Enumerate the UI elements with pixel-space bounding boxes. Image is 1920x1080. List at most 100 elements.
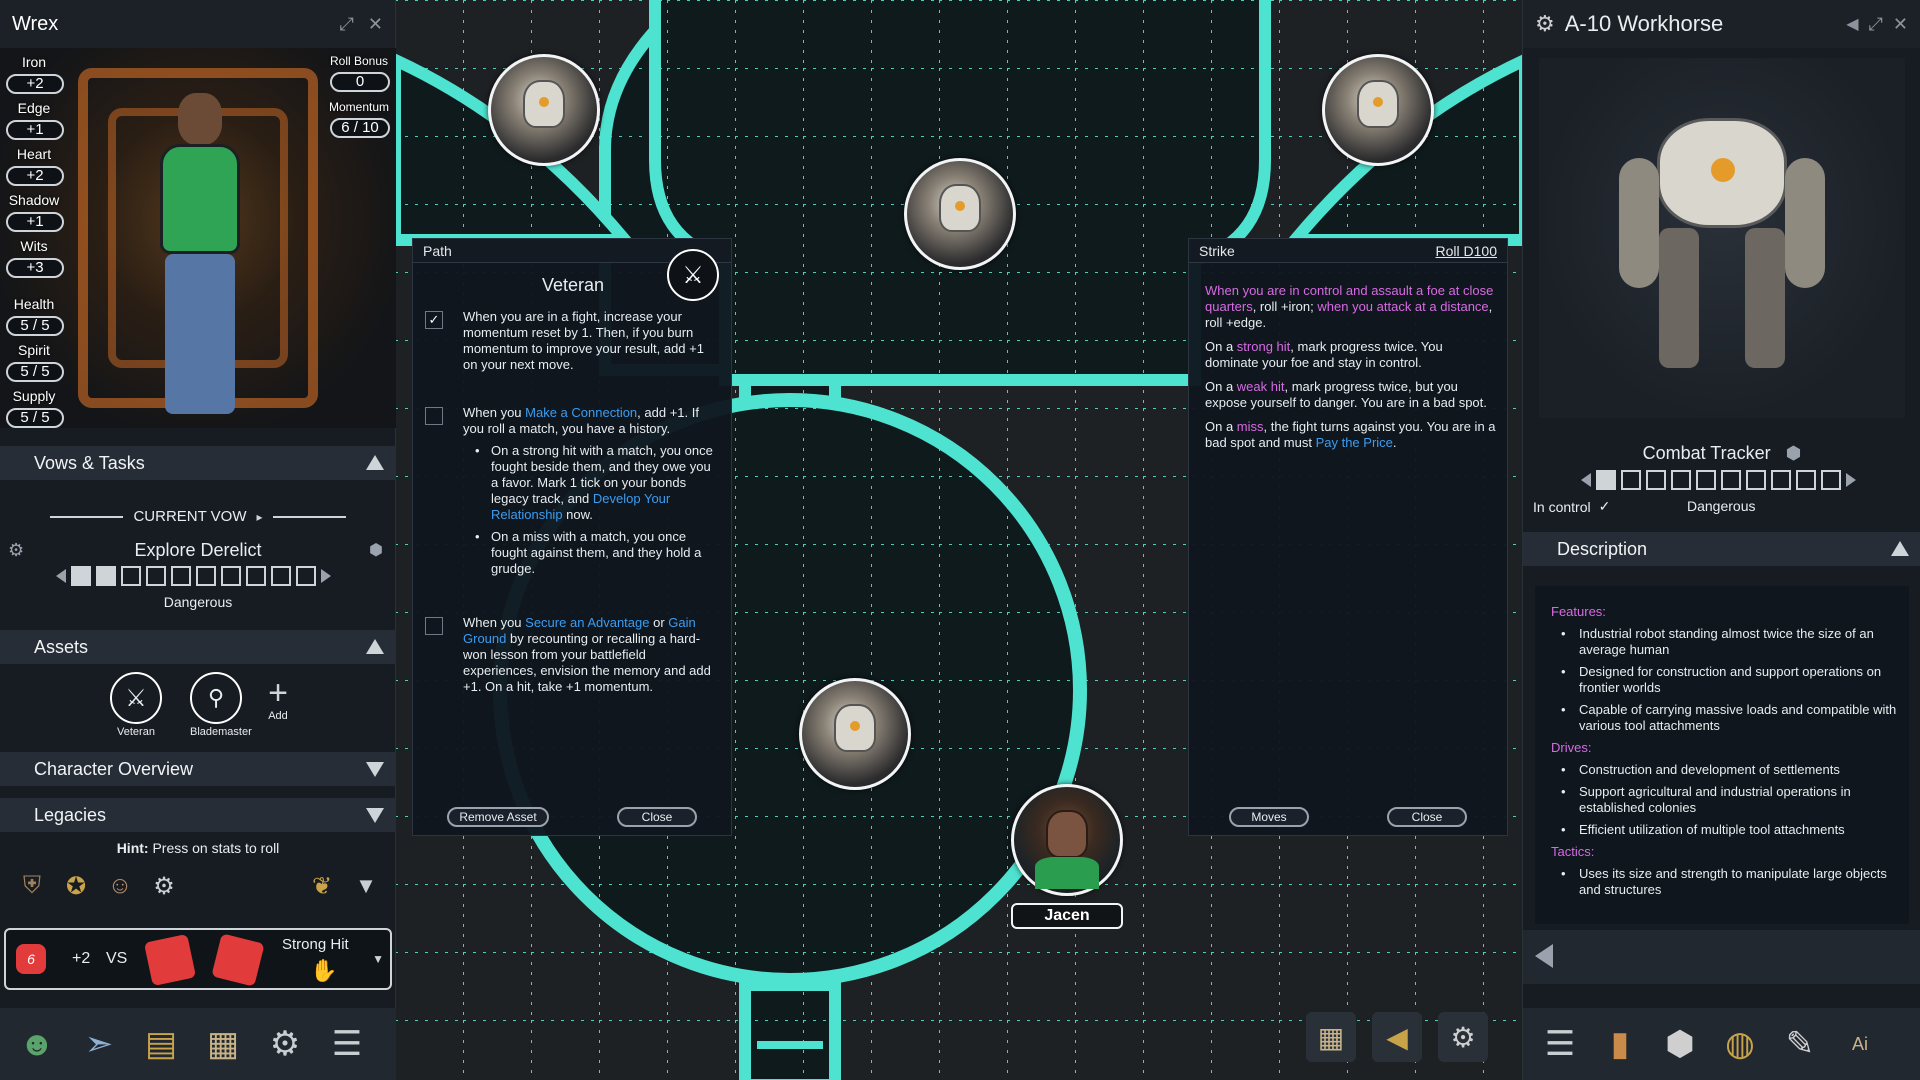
progress-box[interactable]	[121, 566, 141, 586]
gain-ground-link[interactable]: Gain Ground	[463, 615, 696, 646]
mech-left-arm	[1619, 158, 1659, 288]
journal-icon[interactable]: ▤	[144, 1025, 178, 1063]
progress-box[interactable]	[296, 566, 316, 586]
remove-asset-button[interactable]: Remove Asset	[447, 807, 549, 827]
develop-relationship-link[interactable]: Develop Your Relationship	[491, 491, 671, 522]
close-icon[interactable]: ✕	[367, 13, 383, 34]
asset-veteran[interactable]: ⚔ Veteran	[110, 672, 162, 738]
map-icon[interactable]: ▦	[1306, 1012, 1356, 1062]
vow-progress-track[interactable]	[56, 566, 331, 586]
chevron-down-icon[interactable]: ▼	[355, 873, 377, 898]
action-die[interactable]: 6	[16, 944, 46, 974]
legacies-header[interactable]: Legacies	[0, 798, 396, 832]
armor-icon[interactable]: ⛨	[23, 872, 41, 899]
back-arrow-icon[interactable]	[1535, 944, 1553, 968]
progress-box[interactable]	[271, 566, 291, 586]
map-icon[interactable]: ▦	[206, 1025, 240, 1063]
jacen-token[interactable]	[1011, 784, 1123, 896]
progress-box[interactable]	[221, 566, 241, 586]
stat-wits[interactable]: +3	[6, 258, 64, 278]
expand-icon[interactable]: ⤢	[1868, 13, 1883, 34]
make-a-connection-link[interactable]: Make a Connection	[525, 405, 638, 420]
asset-blademaster[interactable]: ⚲ Blademaster	[190, 672, 252, 738]
roll-bonus-value[interactable]: 0	[330, 72, 390, 92]
robot-token-1[interactable]	[488, 54, 600, 166]
progress-box[interactable]	[1771, 470, 1791, 490]
meter-supply[interactable]: 5 / 5	[6, 408, 64, 428]
previous-icon[interactable]: ◀	[1846, 16, 1859, 33]
vows-section-header[interactable]: Vows & Tasks	[0, 446, 396, 480]
wings-icon[interactable]: ❦	[311, 872, 333, 900]
gear-icon[interactable]: ⚙	[8, 540, 25, 560]
avatar-icon[interactable]: ☻	[19, 1024, 55, 1063]
character-overview-header[interactable]: Character Overview	[0, 752, 396, 786]
stat-iron[interactable]: +2	[6, 74, 64, 94]
starship-icon[interactable]: ➣	[84, 1025, 114, 1063]
card-icon[interactable]: ▮	[1610, 1025, 1630, 1063]
close-path-button[interactable]: Close	[617, 807, 697, 827]
ability-3-checkbox[interactable]	[425, 617, 443, 635]
ability-2-checkbox[interactable]	[425, 407, 443, 425]
gear-icon[interactable]: ⚙	[153, 872, 175, 900]
roll-d100-button[interactable]: Roll D100	[1435, 243, 1497, 259]
progress-box[interactable]	[196, 566, 216, 586]
progress-box[interactable]	[1821, 470, 1841, 490]
laurel-icon[interactable]: ✪	[65, 872, 87, 900]
progress-box[interactable]	[1596, 470, 1616, 490]
progress-box[interactable]	[1646, 470, 1666, 490]
token-icon[interactable]: ⚙	[1438, 1012, 1488, 1062]
close-icon[interactable]: ✕	[1892, 13, 1908, 34]
track-right-arrow[interactable]	[321, 569, 331, 583]
track-left-arrow[interactable]	[56, 569, 66, 583]
character-icon[interactable]: ☺	[107, 872, 133, 899]
stat-shadow[interactable]: +1	[6, 212, 64, 232]
ai-icon[interactable]: Ai	[1835, 1019, 1885, 1069]
progress-box[interactable]	[146, 566, 166, 586]
progress-box[interactable]	[1746, 470, 1766, 490]
progress-box[interactable]	[1796, 470, 1816, 490]
progress-box[interactable]	[1696, 470, 1716, 490]
menu-icon[interactable]: ☰	[1544, 1025, 1576, 1063]
robot-token-3[interactable]	[1322, 54, 1434, 166]
in-control-row[interactable]: In control ✓	[1533, 498, 1610, 515]
oracle-icon[interactable]: ✎	[1785, 1025, 1815, 1063]
chevron-down-icon[interactable]: ▼	[372, 952, 384, 966]
robot-token-2[interactable]	[904, 158, 1016, 270]
expand-icon[interactable]: ⤢	[339, 13, 354, 34]
description-section-header[interactable]: Description	[1523, 532, 1920, 566]
menu-icon[interactable]: ☰	[331, 1025, 363, 1063]
meter-health[interactable]: 5 / 5	[6, 316, 64, 336]
progress-box[interactable]	[1721, 470, 1741, 490]
progress-box[interactable]	[1671, 470, 1691, 490]
ability-1-checkbox[interactable]: ✓	[425, 311, 443, 329]
dice-icon[interactable]: ⬢	[369, 542, 383, 559]
pay-the-price-link[interactable]: Pay the Price	[1315, 435, 1393, 450]
foe-progress-track[interactable]	[1581, 470, 1856, 490]
progress-box[interactable]	[96, 566, 116, 586]
track-left-arrow[interactable]	[1581, 473, 1591, 487]
globe-icon[interactable]: ◍	[1725, 1025, 1755, 1063]
meter-spirit[interactable]: 5 / 5	[6, 362, 64, 382]
progress-box[interactable]	[171, 566, 191, 586]
back-arrow-icon[interactable]: ◀	[1372, 1012, 1422, 1062]
stat-heart[interactable]: +2	[6, 166, 64, 186]
progress-box[interactable]	[1621, 470, 1641, 490]
challenge-die-1[interactable]	[143, 933, 197, 987]
secure-advantage-link[interactable]: Secure an Advantage	[525, 615, 650, 630]
chevron-right-icon[interactable]: ▸	[256, 509, 263, 524]
moves-button[interactable]: Moves	[1229, 807, 1309, 827]
stat-edge[interactable]: +1	[6, 120, 64, 140]
dice-icon[interactable]: ⬢	[1665, 1025, 1695, 1063]
momentum-value[interactable]: 6 / 10	[330, 118, 390, 138]
progress-box[interactable]	[71, 566, 91, 586]
add-asset-button[interactable]: + Add	[262, 676, 294, 722]
close-strike-button[interactable]: Close	[1387, 807, 1467, 827]
assets-section-header[interactable]: Assets	[0, 630, 396, 664]
robot-token-4[interactable]	[799, 678, 911, 790]
dice-icon[interactable]: ⬢	[1785, 443, 1802, 463]
track-right-arrow[interactable]	[1846, 473, 1856, 487]
progress-box[interactable]	[246, 566, 266, 586]
collapse-icon	[366, 455, 384, 470]
challenge-die-2[interactable]	[211, 933, 265, 987]
settings-icon[interactable]: ⚙	[269, 1025, 301, 1063]
